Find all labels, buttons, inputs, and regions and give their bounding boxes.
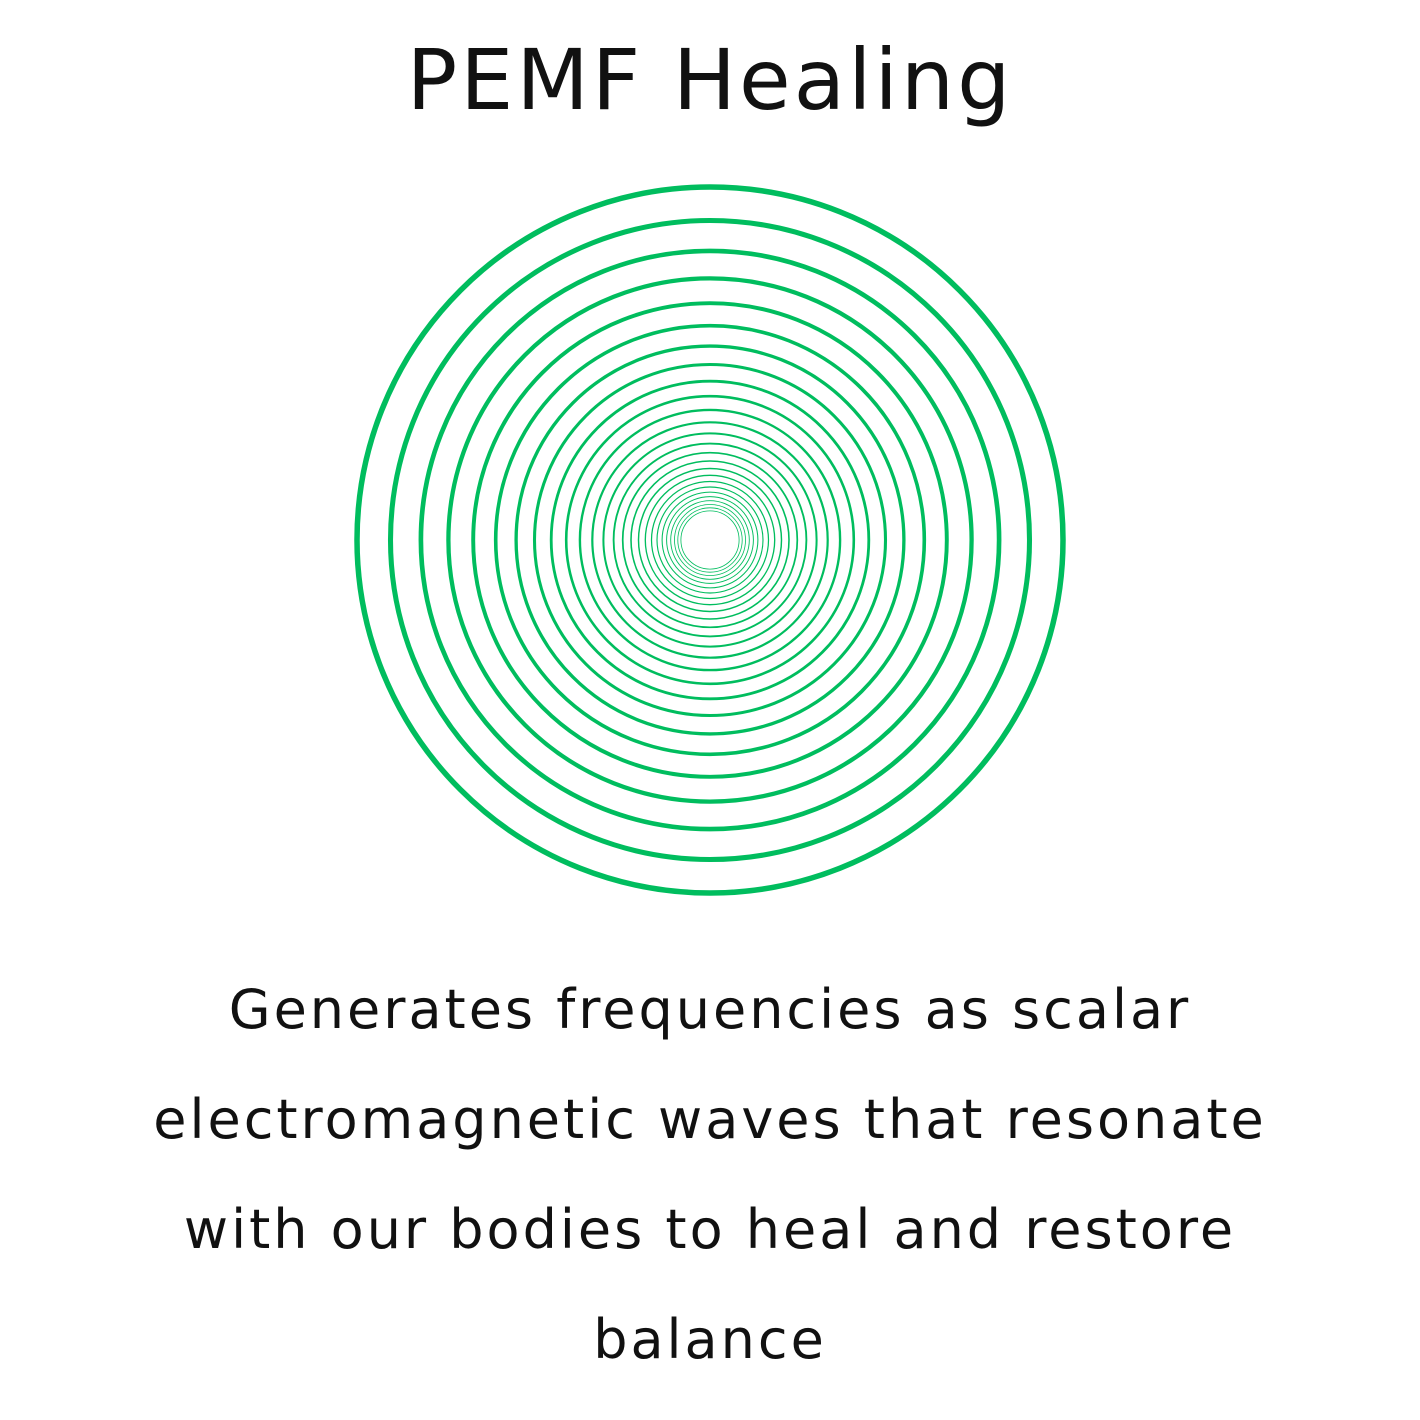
ring — [591, 421, 829, 659]
ring — [637, 467, 783, 613]
ring — [564, 394, 856, 686]
page-title: PEMF Healing — [406, 31, 1014, 129]
ring — [621, 451, 799, 629]
ring — [387, 217, 1033, 863]
ring — [602, 432, 818, 648]
ring — [644, 474, 776, 606]
ring — [656, 486, 764, 594]
ring — [418, 248, 1002, 832]
ring — [532, 362, 888, 718]
description-line: balance — [593, 1308, 827, 1371]
ring — [670, 500, 750, 580]
ring — [514, 344, 906, 736]
description-line: Generates frequencies as scalar — [228, 978, 1192, 1041]
ring — [446, 276, 974, 804]
ring — [354, 184, 1066, 896]
ring — [549, 379, 871, 701]
ring — [680, 510, 740, 570]
description-line: with our bodies to heal and restore — [183, 1198, 1237, 1261]
ring — [493, 323, 927, 757]
ring — [578, 408, 842, 672]
ring — [661, 491, 759, 589]
description: Generates frequencies as scalar electrom… — [20, 955, 1400, 1395]
ring — [677, 507, 743, 573]
ring — [630, 460, 790, 620]
description-line: electromagnetic waves that resonate — [153, 1088, 1267, 1151]
ring — [612, 442, 808, 638]
ring — [471, 301, 949, 779]
ring — [674, 504, 746, 576]
ring — [650, 480, 770, 600]
ring — [666, 496, 754, 584]
